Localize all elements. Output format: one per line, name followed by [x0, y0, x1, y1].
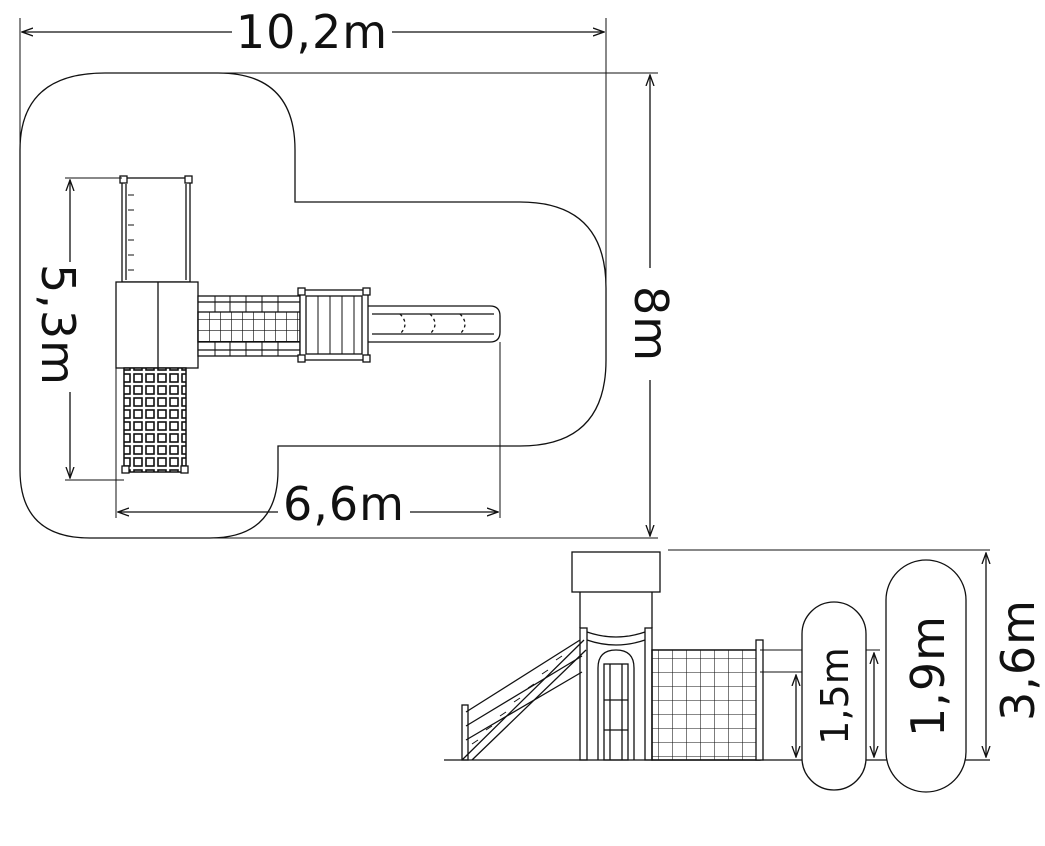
overall-depth-label: 8m: [624, 286, 678, 362]
free-fall-height-label: 1,9m: [901, 615, 955, 737]
total-height-label: 3,6m: [991, 599, 1045, 721]
platform-height-label: 1,5m: [813, 647, 857, 744]
climbing-net: [123, 367, 187, 473]
main-platform: [115, 281, 199, 369]
pill-1-5m: [801, 601, 867, 791]
safety-zone-outline: [19, 72, 607, 539]
structure-width-label: 6,6m: [283, 477, 405, 531]
tower-roof: [121, 177, 191, 283]
second-platform: [299, 289, 369, 361]
slide: [368, 305, 501, 343]
rope-ladder: [128, 194, 134, 271]
plan-view: [19, 18, 658, 539]
elevation-stairs: [461, 639, 587, 761]
elevation-roof: [571, 551, 661, 593]
structure-depth-label: 5,3m: [31, 264, 85, 386]
pill-1-9m: [885, 559, 967, 793]
elevation-slide: [597, 649, 635, 761]
elevation-net-panel: [651, 649, 761, 761]
elevation-view: [444, 549, 990, 793]
overall-width-label: 10,2m: [236, 5, 388, 59]
